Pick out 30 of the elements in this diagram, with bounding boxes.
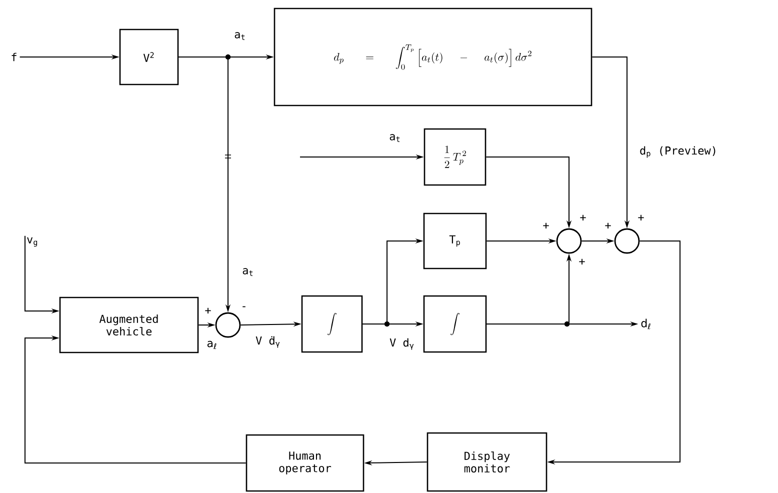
formula-box: $\int$ bbox=[301, 295, 363, 353]
block-box: Display monitor bbox=[426, 432, 548, 492]
sign-label: + bbox=[605, 222, 611, 229]
edge-label: V d$_{γ}$ bbox=[390, 338, 414, 350]
sign-label: + bbox=[580, 214, 586, 221]
formula-box: $d_p \;=\; \int_0^{T_p} \Big[a_t(t) \;-\; a_t(\sigma)\Big]\, d\sigma^2$ bbox=[274, 8, 592, 106]
signal-label: d$_{ℓ}$ bbox=[641, 318, 650, 330]
block-box: V$^{2}$ bbox=[119, 28, 179, 86]
block-box: T$_{p}$ bbox=[423, 212, 487, 270]
formula-box: $\frac{1}{2}\, T_p^{\,2}$ bbox=[424, 128, 486, 186]
signal-label: f bbox=[12, 52, 16, 62]
signal-label: v$_{g}$ bbox=[27, 237, 38, 247]
summing-junction bbox=[556, 228, 582, 254]
edge-label: a$_{t}$ bbox=[234, 32, 245, 40]
sign-label: - bbox=[242, 306, 246, 308]
sign-label: + bbox=[579, 258, 585, 265]
edge-label: d$_{p}$ (Preview) bbox=[640, 146, 716, 158]
edge-label: a$_{t}$ bbox=[390, 134, 400, 142]
edge-label: V ḋ$_{γ}$ bbox=[256, 336, 280, 348]
summing-junction bbox=[614, 228, 640, 254]
sign-label: + bbox=[638, 214, 644, 221]
sign-label: + bbox=[205, 308, 211, 314]
sign-label: + bbox=[543, 222, 549, 229]
summing-junction bbox=[215, 312, 241, 338]
arrow bbox=[24, 335, 246, 464]
edge-label: a$_{t}$ bbox=[242, 268, 253, 276]
formula-box: $\int$ bbox=[423, 295, 487, 353]
edge-label: a$_{ℓ}$ bbox=[207, 340, 216, 350]
block-box: Human operator bbox=[246, 434, 364, 492]
block-box: Augmented vehicle bbox=[59, 296, 199, 354]
